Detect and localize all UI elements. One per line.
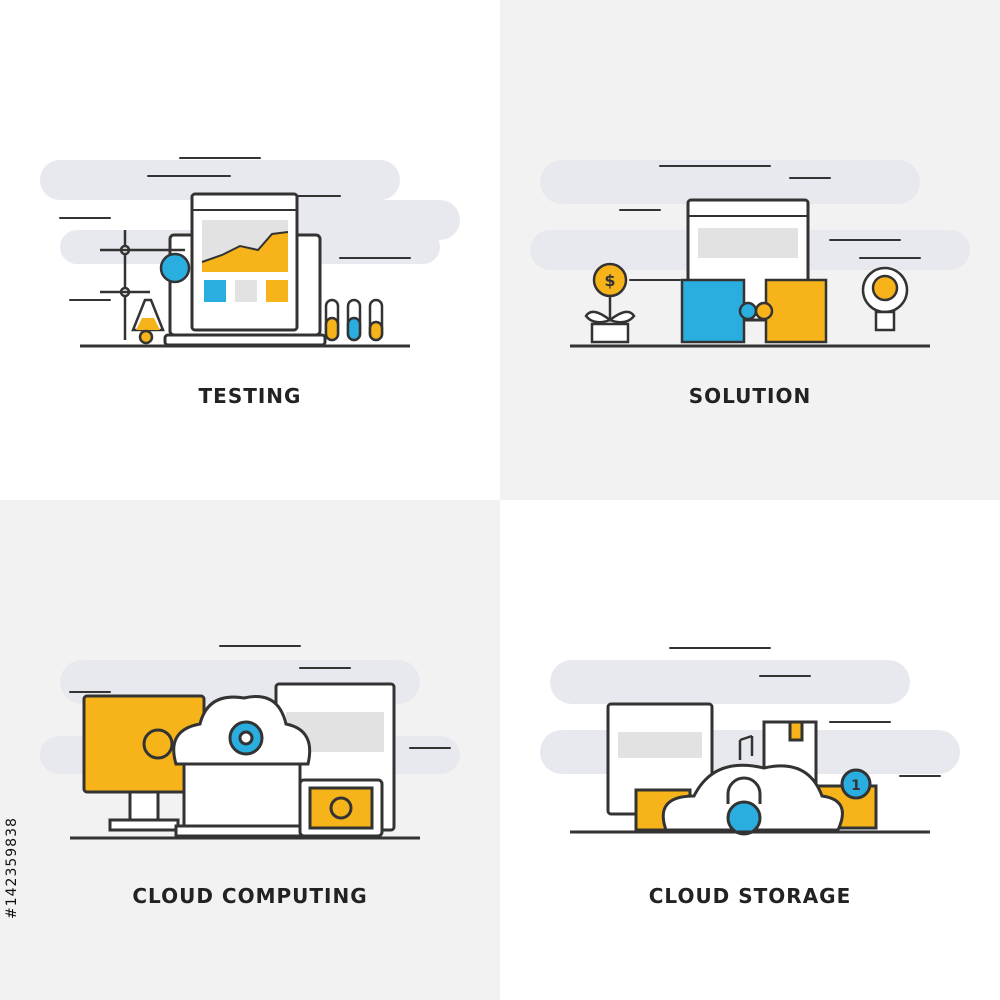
cloud-gear-icon: [172, 695, 312, 838]
test-tubes-icon: [324, 298, 384, 342]
tile-title: CLOUD STORAGE: [648, 884, 852, 908]
tile-testing: TESTING: [0, 0, 500, 500]
tile-cloud-computing: CLOUD COMPUTING #142359838: [0, 500, 500, 1000]
solution-illustration: $: [530, 160, 970, 348]
tile-title: SOLUTION: [688, 384, 812, 408]
coin-symbol: $: [604, 271, 615, 290]
padlock-icon: [661, 763, 844, 836]
tile-solution: $ SOLUTION: [500, 0, 1000, 500]
laptop-chart-icon: [163, 192, 327, 347]
cloud-storage-illustration: 1: [540, 647, 960, 836]
cloud-computing-illustration: [40, 645, 460, 840]
music-note-icon: [738, 734, 754, 760]
money-plant-icon: [584, 262, 636, 344]
browser-window-icon: [606, 702, 714, 816]
stock-id: #142359838: [4, 817, 20, 919]
puzzle-icon: [680, 278, 828, 344]
testing-illustration: [40, 157, 460, 348]
badge-count: 1: [851, 778, 861, 794]
tile-title: TESTING: [198, 384, 302, 408]
flask-icon: [100, 230, 191, 345]
tablet-gear-icon: [298, 778, 384, 838]
monitor-gear-icon: [82, 694, 206, 832]
tile-title: CLOUD COMPUTING: [132, 884, 368, 908]
lightbulb-lock-icon: [861, 266, 909, 332]
tile-cloud-storage: 1 CLOUD STORAGE: [500, 500, 1000, 1000]
